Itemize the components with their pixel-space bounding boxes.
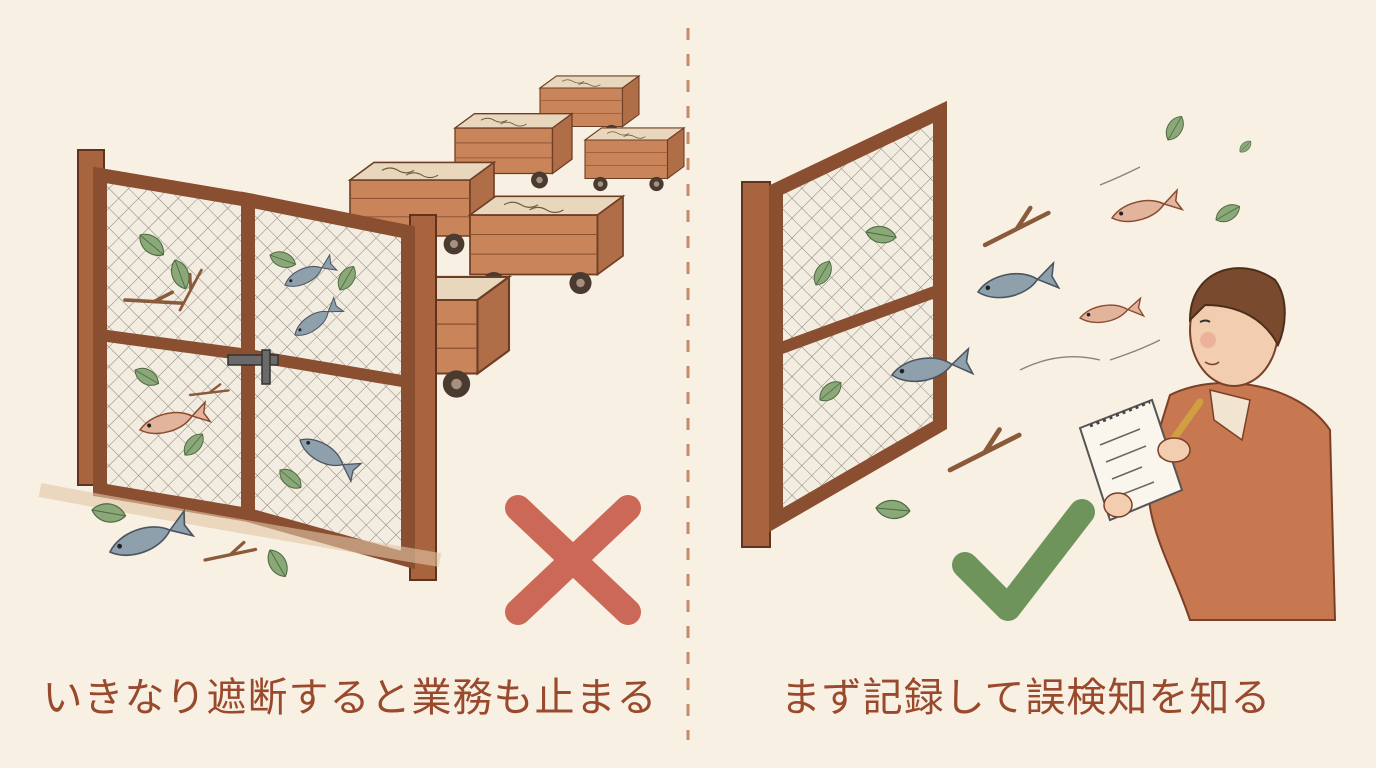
left-caption: いきなり遮断すると業務も止まる [42,675,658,721]
closed-gate [77,149,437,581]
cross-mark-icon [505,495,641,625]
open-gate [741,100,947,548]
check-mark-icon [952,499,1095,621]
observer-person [1078,267,1337,621]
passing-items [889,112,1254,470]
right-caption: まず記録して誤検知を知る [780,675,1272,721]
ground-debris [38,483,442,582]
